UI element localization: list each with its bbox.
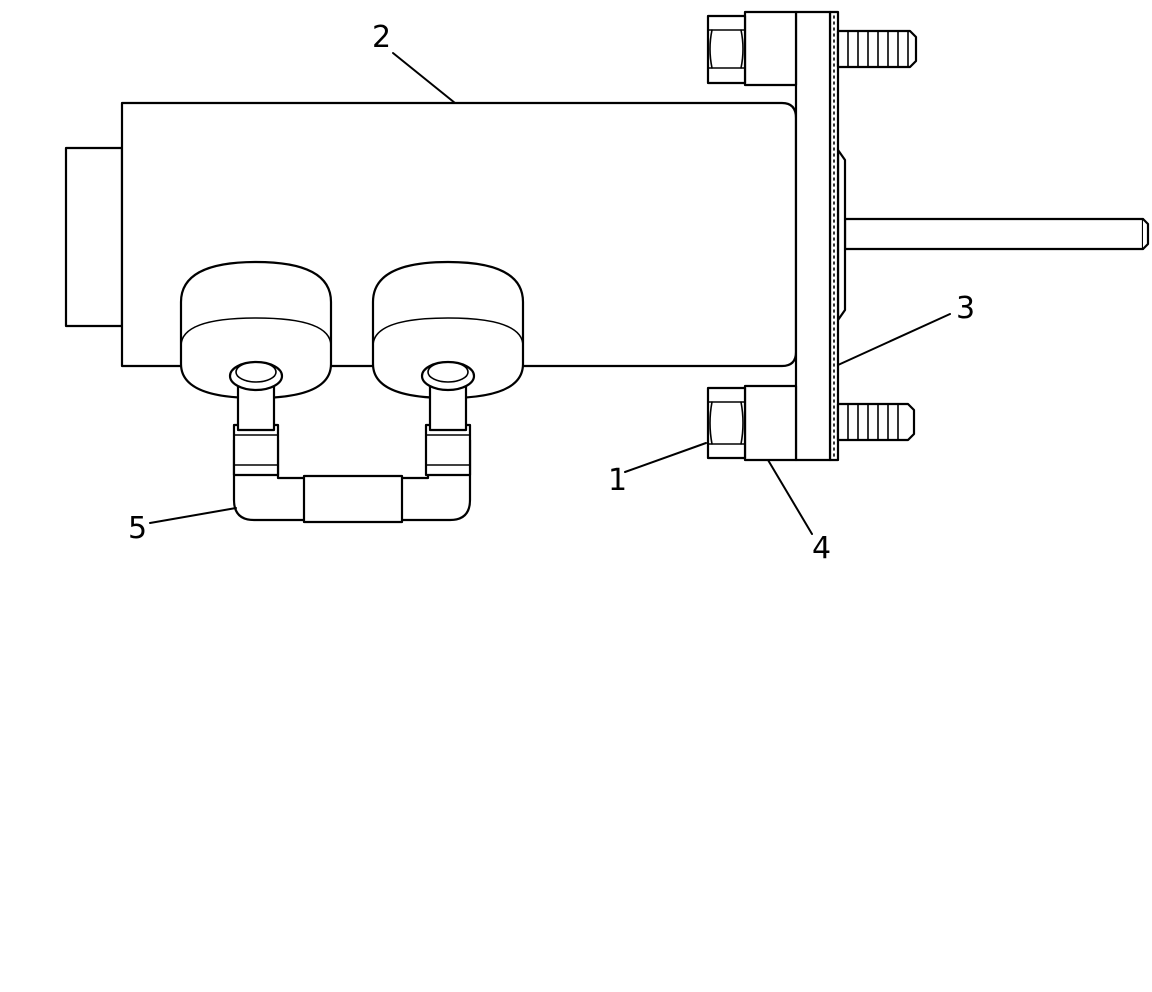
terminal-boss-left bbox=[179, 260, 333, 400]
terminal-post-right bbox=[420, 360, 476, 432]
terminal-post-left bbox=[228, 360, 284, 432]
callout-1: 1 bbox=[608, 463, 627, 498]
solenoid-end-cap bbox=[64, 146, 124, 328]
leader-line-1 bbox=[624, 442, 707, 473]
leader-line-2 bbox=[392, 52, 456, 104]
top-threaded-stud bbox=[836, 29, 918, 69]
callout-4: 4 bbox=[812, 531, 831, 566]
leader-line-5 bbox=[149, 507, 237, 524]
callout-2: 2 bbox=[372, 20, 391, 55]
callout-5: 5 bbox=[128, 511, 147, 546]
terminal-boss-right bbox=[371, 260, 525, 400]
bottom-washer bbox=[743, 384, 798, 462]
callout-3: 3 bbox=[956, 291, 975, 326]
leader-line-4 bbox=[767, 459, 813, 535]
bottom-threaded-stud bbox=[836, 402, 916, 442]
top-nut bbox=[706, 14, 747, 85]
top-washer bbox=[743, 10, 798, 87]
jumper-wire bbox=[232, 423, 472, 524]
gasket bbox=[828, 10, 840, 462]
plunger-shaft bbox=[843, 217, 1150, 251]
leader-line-3 bbox=[837, 313, 951, 366]
bottom-nut bbox=[706, 386, 747, 460]
mounting-plate bbox=[794, 10, 832, 462]
